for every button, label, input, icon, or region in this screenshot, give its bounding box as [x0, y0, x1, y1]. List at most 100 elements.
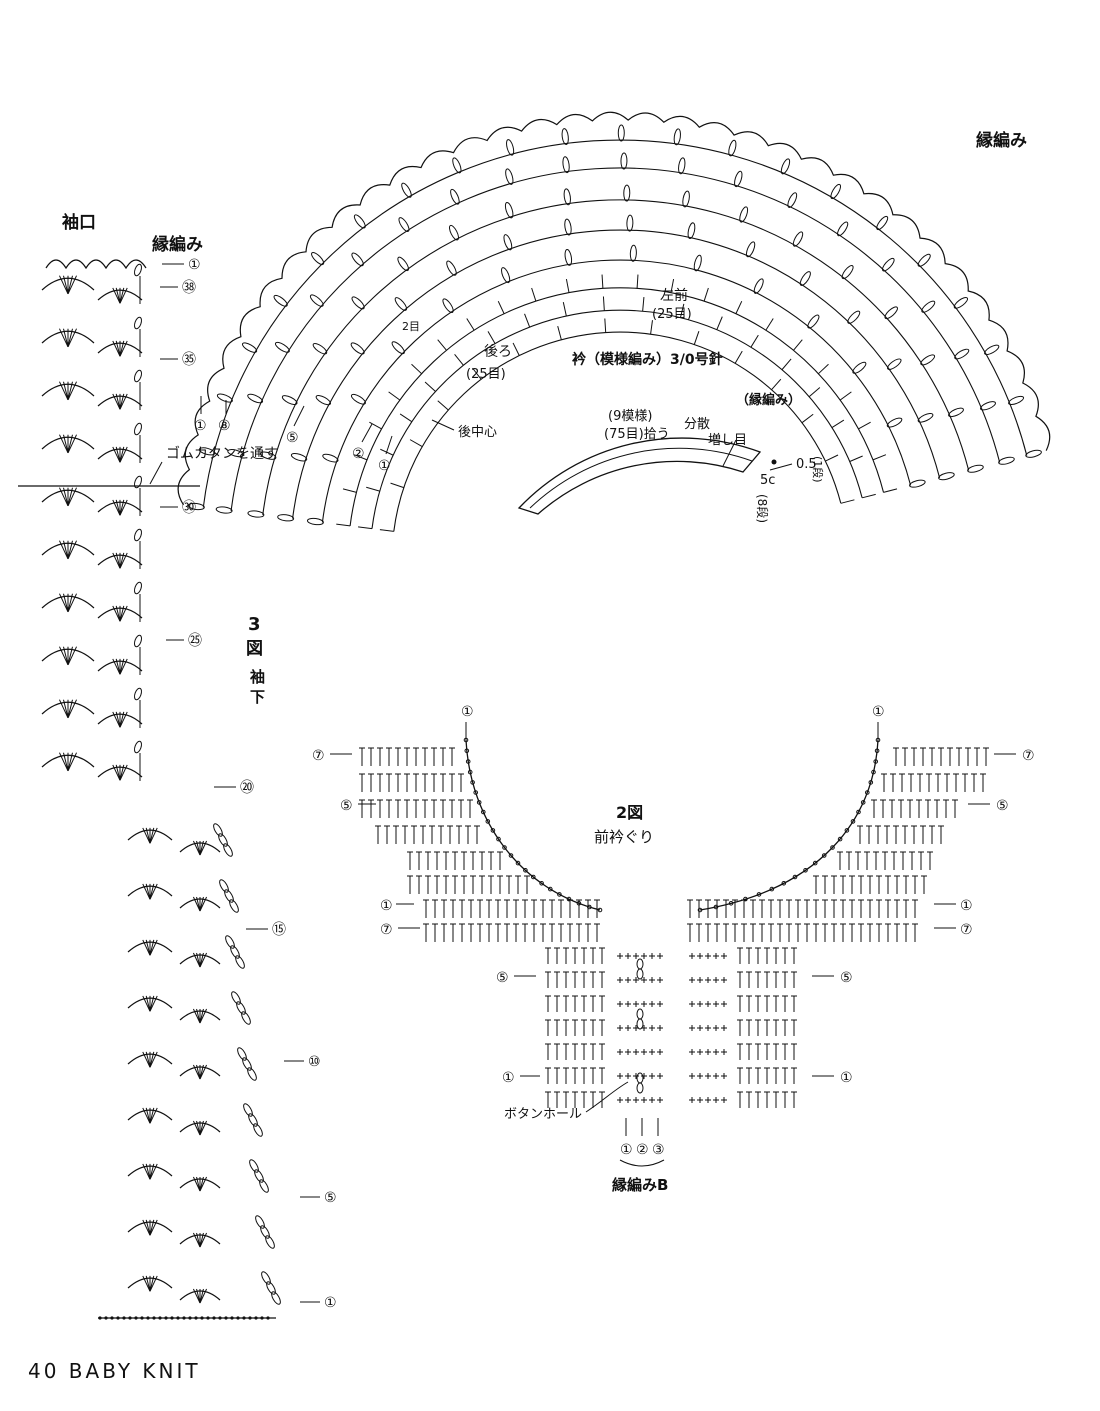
shell-stitch [119, 287, 128, 304]
sleeve-chain [223, 843, 233, 857]
chain-dot [122, 1316, 126, 1320]
collar-chain [734, 170, 743, 188]
shell-stitch [115, 393, 121, 410]
chain-dot [116, 1316, 120, 1320]
collar-chain [799, 271, 811, 286]
neckline-chain [490, 828, 496, 833]
collar-chain [216, 393, 233, 403]
shell-stitch [115, 605, 121, 622]
neckline-chain [508, 853, 514, 858]
neckline-chain [496, 836, 501, 842]
back-count: (25目) [466, 367, 506, 382]
collar-chain [967, 464, 984, 473]
collar-chain [980, 401, 996, 411]
sleeve-chain [254, 1169, 264, 1183]
shell-stitch [149, 995, 155, 1012]
collar-chain [629, 244, 637, 262]
front-marker: ⑦ [1022, 748, 1035, 764]
collar-stitch [379, 529, 394, 532]
neckline-chain [502, 845, 507, 850]
shell-stitch [67, 381, 77, 401]
shell-stitch [119, 446, 128, 463]
shell-stitch [119, 711, 125, 728]
shell-stitch [145, 939, 151, 956]
shell-stitch [149, 1051, 158, 1068]
shell-stitch [112, 446, 121, 463]
back-label: 後ろ [484, 344, 512, 360]
shell-stitch [63, 752, 69, 772]
shell-stitch [59, 275, 69, 295]
sleeve-marker: ⑩ [308, 1054, 321, 1070]
shell-stitch [196, 952, 201, 968]
chain-dot [104, 1316, 108, 1320]
shell-stitch [145, 1107, 151, 1124]
collar-stitch [771, 378, 782, 390]
dim-1row: (1段) [811, 456, 825, 483]
neckline-chain [485, 819, 491, 824]
shell-stitch [192, 896, 201, 912]
shell-stitch [119, 552, 128, 569]
front-marker: ① [840, 1070, 853, 1086]
shell-stitch [67, 381, 73, 401]
shell-stitch [63, 381, 69, 401]
buttonhole-loop [636, 968, 644, 980]
shell-stitch [192, 1288, 201, 1304]
collar-stitch [750, 334, 759, 348]
collar-stitch [531, 287, 537, 302]
collar-stitch [831, 419, 845, 428]
collar-chain [215, 506, 233, 514]
shell-stitch [149, 1219, 158, 1236]
collar-chain [290, 452, 308, 462]
sleeve-chain [134, 687, 142, 701]
distribute-label: 分散 [684, 417, 710, 432]
shell-stitch [63, 699, 69, 719]
front-right-markers: ① ⑦ ⑤ ① ⑦ ⑤ ① [840, 704, 1035, 1086]
shell-stitch [112, 287, 121, 304]
collar-chain [247, 393, 264, 404]
shell-stitch [149, 1051, 155, 1068]
neckline-chain [728, 901, 734, 906]
shell-stitch [115, 552, 121, 569]
shell-stitch [119, 711, 128, 728]
collar-stitch [472, 367, 482, 380]
shell-stitch [67, 699, 73, 719]
neckline-chain [860, 800, 866, 805]
collar-stitch [642, 297, 645, 312]
collar-stitch [872, 454, 887, 461]
collar-chain [506, 139, 515, 156]
collar-chain [564, 248, 573, 266]
shell-stitch [142, 1163, 151, 1180]
collar-chain [787, 192, 798, 208]
collar-chain [886, 417, 903, 428]
shell-stitch [119, 287, 125, 304]
front-marker: ① [502, 1070, 515, 1086]
collar-stitch [792, 339, 803, 351]
shell-stitch [199, 1064, 208, 1080]
neckline-chain [476, 800, 482, 805]
shell-stitch [192, 1120, 201, 1136]
shell-stitch [67, 752, 73, 772]
sleeve-edging [45, 259, 147, 270]
neckline-chain [856, 809, 861, 815]
collar-chain [450, 188, 460, 205]
shell-stitch [115, 499, 121, 516]
neckline-chain [803, 868, 808, 873]
front-marker: ⑤ [496, 970, 509, 986]
shell-stitch [115, 340, 121, 357]
collar-chain [281, 395, 298, 405]
chain-dot [212, 1316, 216, 1320]
chain-dot [206, 1316, 210, 1320]
shell-stitch [149, 1107, 158, 1124]
shell-stitch [67, 434, 73, 454]
shell-stitch [119, 393, 128, 410]
front-left-markers: ① ⑦ ⑤ ① ⑦ ⑤ ① [312, 704, 515, 1086]
back-center-label: 後中心 [458, 425, 497, 440]
collar-stitch [801, 413, 814, 424]
collar-chain [938, 472, 955, 481]
shell-stitch [112, 340, 121, 357]
left-front-count: (25目) [652, 307, 692, 322]
collar-chain [227, 449, 244, 458]
sleeve-chain [225, 935, 235, 949]
collar-chain [247, 510, 265, 518]
collar-marker: ⑤ [286, 430, 299, 446]
